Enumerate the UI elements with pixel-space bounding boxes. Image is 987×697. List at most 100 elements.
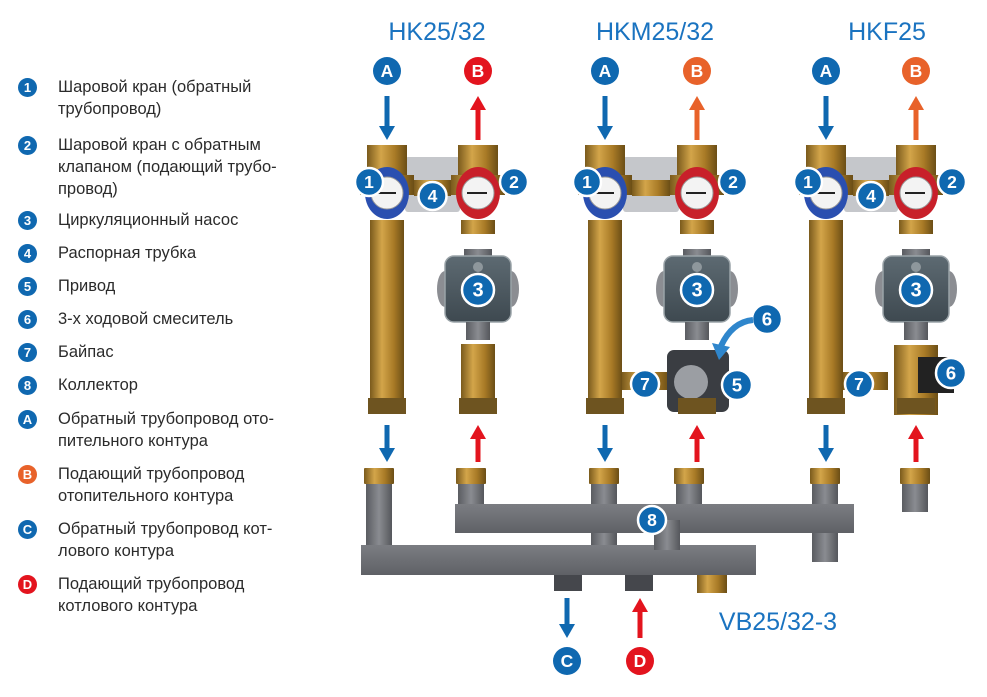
- supply-arrow-up: [689, 96, 705, 140]
- outlet-d-arrow: [632, 598, 648, 638]
- badge-label: 5: [732, 374, 742, 395]
- hex-nut: [364, 468, 394, 484]
- valve-nut: [461, 220, 495, 234]
- legend-badge: 1: [18, 78, 37, 97]
- arrow-shaft: [475, 437, 481, 462]
- marker-6: 6: [934, 356, 968, 390]
- badge-label: 3: [691, 280, 702, 302]
- valve-nut: [809, 220, 843, 234]
- legend-badge: D: [18, 575, 37, 594]
- pump-pipe-bottom: [685, 322, 709, 340]
- badge-circle: [571, 166, 603, 198]
- valve-nut: [588, 220, 622, 234]
- marker-4: 4: [417, 180, 448, 212]
- collector-title: VB25/32-3: [719, 608, 837, 636]
- badge-label: 4: [428, 186, 438, 206]
- return-pipe: [370, 222, 404, 402]
- legend-badge: C: [18, 520, 37, 539]
- badge-label: B: [910, 61, 923, 81]
- arrow-shaft: [694, 108, 700, 140]
- badge-circle: [843, 368, 875, 400]
- return-pipe-nut: [586, 398, 624, 414]
- legend-badge: B: [18, 465, 37, 484]
- badge-circle: [717, 166, 749, 198]
- arrow-shaft: [637, 610, 643, 638]
- arrow-head: [597, 126, 613, 140]
- collector-plug: [697, 575, 727, 593]
- marker-3: 3: [898, 272, 934, 308]
- badge-circle: [720, 368, 754, 402]
- supply-flow-arrow: [908, 425, 924, 462]
- badge-circle: [855, 180, 887, 212]
- badge-circle: [553, 647, 581, 675]
- supply-pipe-lower: [461, 344, 495, 404]
- arrow-head: [689, 425, 705, 439]
- legend-badge: 2: [18, 136, 37, 155]
- badge-circle: [934, 356, 968, 390]
- arrow-head: [379, 126, 395, 140]
- arrow-head: [818, 126, 834, 140]
- pump-pipe-bottom: [466, 322, 490, 340]
- marker-5: 5: [720, 368, 754, 402]
- badge-label: B: [691, 61, 704, 81]
- arrow-head: [379, 448, 395, 462]
- pump-pipe-bottom: [904, 322, 928, 340]
- badge-circle: [679, 272, 715, 308]
- legend-text: Распорная трубка: [58, 244, 197, 262]
- supply-flow-arrow: [470, 425, 486, 462]
- pump-led: [473, 262, 483, 272]
- supply-pipe-nut: [678, 398, 716, 414]
- return-pipe-nut: [807, 398, 845, 414]
- return-pipe: [809, 222, 843, 402]
- legend-badge: A: [18, 410, 37, 429]
- arrow-head: [908, 96, 924, 110]
- arrow-head: [470, 425, 486, 439]
- legend-badge: 5: [18, 277, 37, 296]
- arrow-shaft: [823, 96, 829, 128]
- arrow-shaft: [602, 425, 608, 450]
- collector-lower-bar: [361, 545, 756, 575]
- arrow-head: [908, 425, 924, 439]
- marker-3: 3: [460, 272, 496, 308]
- return-badge-a: A: [812, 57, 840, 85]
- hex-nut: [589, 468, 619, 484]
- return-flow-arrow: [597, 425, 613, 462]
- collector-stub: [902, 482, 928, 512]
- marker-6: 6: [750, 302, 784, 336]
- legend-text: Коллектор: [58, 376, 138, 394]
- marker-7: 7: [629, 368, 661, 400]
- supply-ball-valve: [670, 145, 724, 234]
- hex-nut: [674, 468, 704, 484]
- marker-2: 2: [717, 166, 749, 198]
- marker-8: 8: [636, 504, 668, 536]
- badge-label: C: [561, 651, 574, 671]
- mixer-actuator: [667, 350, 729, 412]
- legend-text: 3-х ходовой смеситель: [58, 310, 234, 328]
- supply-badge-b: B: [683, 57, 711, 85]
- legend-text: Обратный трубопровод ото-пительного конт…: [58, 410, 274, 450]
- badge-label: 1: [582, 172, 592, 192]
- valve-nut: [680, 220, 714, 234]
- marker-4: 4: [855, 180, 887, 212]
- badge-circle: [464, 57, 492, 85]
- badge-label: 8: [647, 510, 657, 530]
- badge-circle: [629, 368, 661, 400]
- marker-1: 1: [571, 166, 603, 198]
- arrow-shaft: [475, 108, 481, 140]
- arrow-shaft: [913, 108, 919, 140]
- badge-label: 6: [946, 362, 956, 383]
- outlet-c-fitting: [554, 575, 582, 591]
